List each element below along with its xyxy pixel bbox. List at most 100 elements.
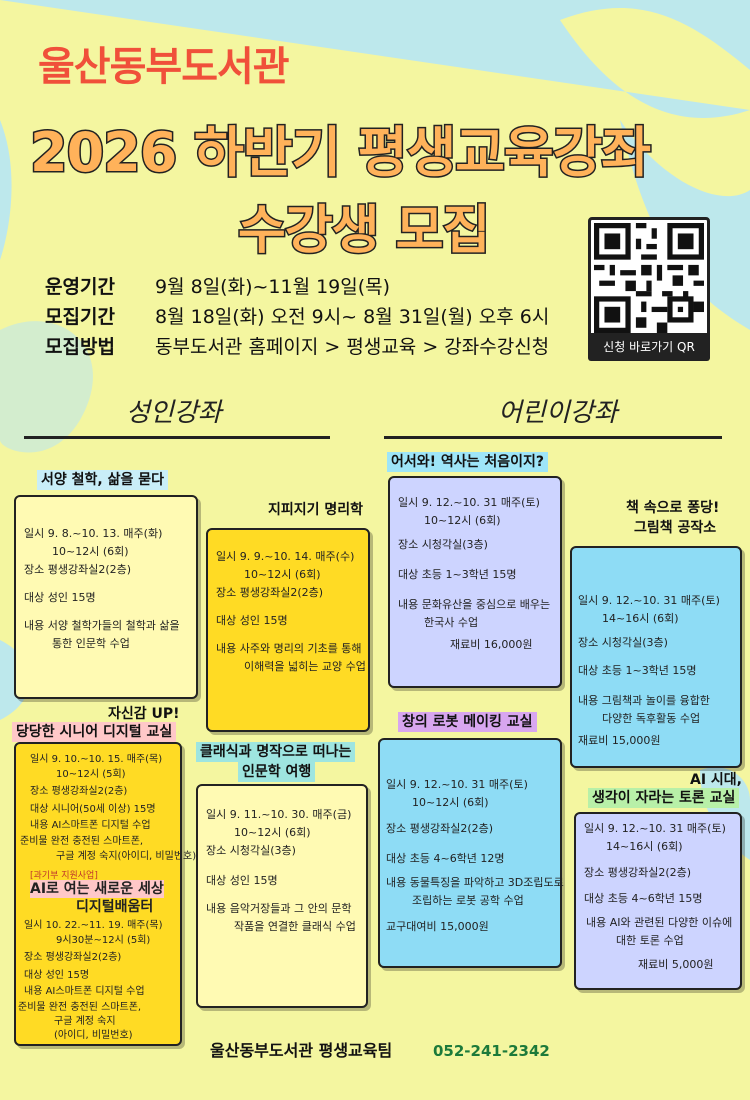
course-content: 내용 그림책과 놀이를 융합한 [578, 694, 710, 707]
course-content: 내용 서양 철학가들의 철학과 삶을 [24, 619, 180, 632]
course-content: 내용 음악거장들과 그 안의 문학 [206, 902, 352, 915]
course-fee: 재료비 16,000원 [450, 638, 533, 651]
course-card-robot[interactable]: 일시 9. 12.~10. 31 매주(토) 10~12시 (6회) 장소 평생… [378, 738, 564, 968]
course-time: 9시30분~12시 (5회) [56, 935, 151, 946]
course-time: 14~16시 (6회) [606, 840, 683, 853]
course-title-ai-a: AI로 여는 새로운 세상 [30, 880, 164, 898]
course-supplies: 준비물 완전 충전된 스마트폰, [20, 836, 144, 847]
course-title-classic-b: 인문학 여행 [238, 762, 316, 782]
info-label: 모집방법 [45, 336, 115, 358]
course-title-senior-a: 자신감 UP! [108, 706, 180, 722]
course-schedule: 일시 9. 12.~10. 31 매주(토) [398, 496, 540, 509]
support-badge: [과기부 지원사업] [30, 871, 98, 881]
course-content-cont: 대한 토론 수업 [616, 934, 684, 947]
course-target: 대상 성인 15명 [216, 614, 288, 627]
course-target: 대상 초등 4~6학년 12명 [386, 852, 505, 865]
course-time: 10~12시 (5회) [56, 769, 126, 780]
course-supplies-cont: (아이디, 비밀번호) [54, 1030, 133, 1041]
section-divider-kids [384, 436, 722, 439]
course-content-cont: 한국사 수업 [424, 616, 479, 629]
course-card-debate[interactable]: 일시 9. 12.~10. 31 매주(토) 14~16시 (6회) 장소 평생… [574, 812, 742, 990]
course-time: 10~12시 (6회) [234, 826, 311, 839]
course-content-cont: 작품을 연결한 클래식 수업 [234, 920, 356, 933]
course-time: 10~12시 (6회) [52, 545, 129, 558]
course-content: 내용 AI스마트폰 디지털 수업 [30, 820, 151, 831]
course-time: 10~12시 (6회) [412, 796, 489, 809]
course-place: 장소 시청각실(3층) [578, 636, 668, 649]
info-value: 9월 8일(화)~11월 19일(목) [155, 276, 391, 298]
course-title-history: 어서와! 역사는 처음이지? [387, 452, 549, 472]
course-supplies: 준비물 완전 충전된 스마트폰, [18, 1002, 142, 1013]
section-divider-adult [24, 436, 330, 439]
course-content-cont: 조립하는 로봇 공학 수업 [412, 894, 524, 907]
course-title-philosophy: 서양 철학, 삶을 묻다 [37, 470, 168, 490]
course-card-digital[interactable]: 일시 9. 10.~10. 15. 매주(목) 10~12시 (5회) 장소 평… [14, 742, 196, 1046]
course-place: 장소 평생강좌실2(2층) [216, 586, 324, 599]
course-target: 대상 초등 4~6학년 15명 [584, 892, 703, 905]
course-content: 내용 사주와 명리의 기초를 통해 [216, 642, 362, 655]
info-row-period: 운영기간 9월 8일(화)~11월 19일(목) [45, 272, 549, 302]
course-place: 장소 평생강좌실2(2층) [24, 563, 132, 576]
course-title-senior-b: 당당한 시니어 디지털 교실 [12, 722, 177, 742]
course-content-cont: 이해력을 넓히는 교양 수업 [244, 660, 366, 673]
course-title-picturebook-a: 책 속으로 퐁당! [626, 500, 720, 516]
course-fee: 교구대여비 15,000원 [386, 920, 489, 933]
course-schedule: 일시 9. 12.~10. 31 매주(토) [578, 594, 720, 607]
info-value: 동부도서관 홈페이지 > 평생교육 > 강좌수강신청 [155, 336, 550, 358]
info-row-recruit: 모집기간 8월 18일(화) 오전 9시~ 8월 31일(월) 오후 6시 [45, 302, 549, 332]
course-content: 내용 동물특징을 파악하고 3D조립도로 [386, 876, 564, 889]
qr-code[interactable] [588, 217, 710, 339]
course-title-myeongri: 지피지기 명리학 [268, 502, 364, 518]
info-label: 모집기간 [45, 306, 115, 328]
course-schedule: 일시 9. 9.~10. 14. 매주(수) [216, 550, 355, 563]
course-place: 장소 평생강좌실2(2층) [584, 866, 692, 879]
course-title-robot: 창의 로봇 메이킹 교실 [398, 712, 537, 732]
course-title-debate-a: AI 시대, [690, 772, 742, 788]
course-content: 내용 AI스마트폰 디지털 수업 [24, 986, 145, 997]
course-content-cont: 다양한 독후활동 수업 [602, 712, 701, 725]
page-subtitle: 수강생 모집 [236, 200, 491, 263]
info-label: 운영기간 [45, 276, 115, 298]
course-fee: 재료비 5,000원 [638, 958, 714, 971]
course-target: 대상 시니어(50세 이상) 15명 [30, 804, 156, 815]
course-schedule: 일시 9. 10.~10. 15. 매주(목) [30, 754, 163, 765]
course-time: 10~12시 (6회) [244, 568, 321, 581]
info-value: 8월 18일(화) 오전 9시~ 8월 31일(월) 오후 6시 [155, 306, 550, 328]
info-row-method: 모집방법 동부도서관 홈페이지 > 평생교육 > 강좌수강신청 [45, 332, 549, 362]
course-title-classic-a: 클래식과 명작으로 떠나는 [196, 742, 356, 762]
course-content-cont: 통한 인문학 수업 [52, 637, 130, 650]
course-target: 대상 초등 1~3학년 15명 [398, 568, 517, 581]
page-title: 2026 하반기 평생교육강좌 [28, 120, 652, 186]
course-card-philosophy[interactable]: 일시 9. 8.~10. 13. 매주(화) 10~12시 (6회) 장소 평생… [14, 495, 198, 699]
course-place: 장소 평생강좌실2(2층) [386, 822, 494, 835]
course-time: 10~12시 (6회) [424, 514, 501, 527]
footer-phone[interactable]: 052-241-2342 [433, 1042, 550, 1060]
course-card-history[interactable]: 일시 9. 12.~10. 31 매주(토) 10~12시 (6회) 장소 시청… [388, 476, 562, 688]
course-target: 대상 성인 15명 [206, 874, 278, 887]
course-place: 장소 시청각실(3층) [398, 538, 488, 551]
course-place: 장소 평생강좌실2(2층) [30, 786, 128, 797]
course-target: 대상 초등 1~3학년 15명 [578, 664, 697, 677]
section-title-adult: 성인강좌 [126, 398, 222, 428]
course-card-classic[interactable]: 일시 9. 11.~10. 30. 매주(금) 10~12시 (6회) 장소 시… [196, 784, 368, 1008]
course-schedule: 일시 9. 12.~10. 31 매주(토) [584, 822, 726, 835]
course-schedule: 일시 10. 22.~11. 19. 매주(목) [24, 920, 163, 931]
course-content: 내용 문화유산을 중심으로 배우는 [398, 598, 551, 611]
course-card-picturebook[interactable]: 일시 9. 12.~10. 31 매주(토) 14~16시 (6회) 장소 시청… [570, 546, 742, 768]
course-target: 대상 성인 15명 [24, 970, 90, 981]
qr-caption: 신청 바로가기 QR [588, 333, 710, 361]
library-name: 울산동부도서관 [38, 44, 290, 90]
course-time: 14~16시 (6회) [602, 612, 679, 625]
course-schedule: 일시 9. 11.~10. 30. 매주(금) [206, 808, 352, 821]
course-fee: 재료비 15,000원 [578, 734, 661, 747]
course-title-debate-b: 생각이 자라는 토론 교실 [588, 788, 740, 808]
course-card-myeongri[interactable]: 일시 9. 9.~10. 14. 매주(수) 10~12시 (6회) 장소 평생… [206, 528, 370, 732]
course-place: 장소 시청각실(3층) [206, 844, 296, 857]
recruit-info: 운영기간 9월 8일(화)~11월 19일(목) 모집기간 8월 18일(화) 오전… [45, 272, 549, 362]
footer-team: 울산동부도서관 평생교육팀 [210, 1041, 393, 1060]
course-schedule: 일시 9. 12.~10. 31 매주(토) [386, 778, 528, 791]
course-supplies-cont: 구글 계정 숙지(아이디, 비밀번호) [56, 851, 197, 862]
course-place: 장소 평생강좌실2(2층) [24, 952, 122, 963]
qr-code-icon [594, 223, 704, 333]
course-title-picturebook-b: 그림책 공작소 [634, 520, 717, 536]
